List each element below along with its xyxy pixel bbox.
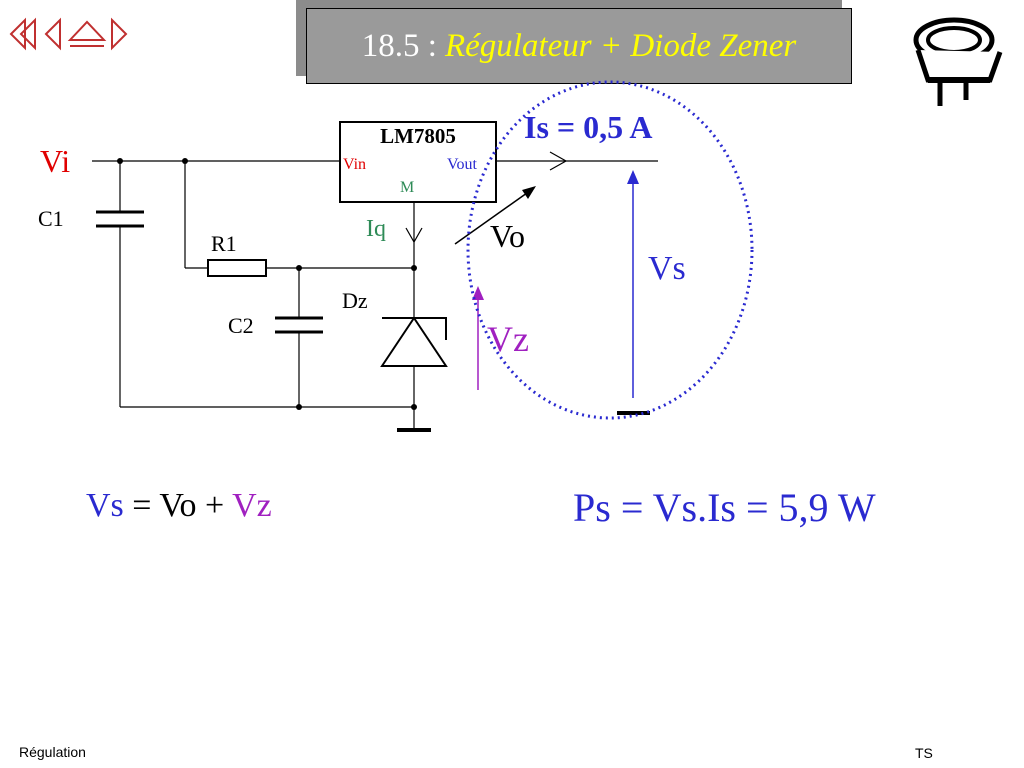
regulator-box	[339, 121, 497, 203]
vz-arrow-head	[472, 286, 484, 300]
equation-power: Ps = Vs.Is = 5,9 W	[573, 485, 876, 530]
title-number: 18.5 :	[361, 27, 437, 64]
title-text: Régulateur + Diode Zener	[444, 27, 797, 64]
footer-left: Régulation	[19, 744, 86, 760]
eq-middle: = Vo +	[123, 487, 233, 524]
navigation-bar	[9, 17, 128, 51]
dz-label: Dz	[342, 288, 368, 313]
previous-slide-button[interactable]	[44, 17, 61, 51]
is-label: Is = 0,5 A	[524, 109, 652, 145]
zener-triangle	[380, 316, 448, 367]
vs-arrow-head	[627, 170, 639, 184]
next-slide-button[interactable]	[111, 17, 128, 51]
eq-vs: Vs	[86, 487, 124, 524]
vi-label: Vi	[40, 143, 70, 179]
equation-vs: Vs = Vo + Vz	[86, 487, 272, 525]
output-current-arrow	[549, 151, 568, 171]
vo-arrow-head	[522, 186, 536, 199]
eq-vz: Vz	[232, 487, 272, 524]
slide-title: 18.5 : Régulateur + Diode Zener	[306, 8, 852, 84]
title-box: 18.5 : Régulateur + Diode Zener	[296, 0, 852, 84]
c1-label: C1	[38, 206, 64, 231]
vz-label: Vz	[487, 319, 529, 359]
transistor-package-icon	[913, 17, 1003, 106]
footer-right: TS	[915, 745, 933, 761]
first-slide-button[interactable]	[9, 17, 36, 51]
zener-cathode-bar	[382, 317, 447, 340]
highlight-ellipse	[466, 80, 754, 420]
iq-label: Iq	[366, 216, 386, 242]
iq-arrow	[405, 227, 423, 244]
home-button[interactable]	[67, 20, 107, 47]
vo-label: Vo	[490, 218, 525, 254]
regulator-label: LM7805	[380, 124, 456, 148]
vin-label: Vin	[343, 156, 366, 173]
vout-label: Vout	[447, 156, 477, 173]
r1-label: R1	[211, 231, 237, 256]
vo-arrow	[454, 187, 535, 245]
vs-label: Vs	[648, 250, 686, 287]
c2-label: C2	[228, 313, 254, 338]
r1-resistor	[207, 259, 267, 277]
circuit-diagram: Vi C1 R1 C2 Dz LM7805 Vin Vout M Iq Vo V…	[38, 80, 754, 432]
m-label: M	[400, 179, 414, 196]
